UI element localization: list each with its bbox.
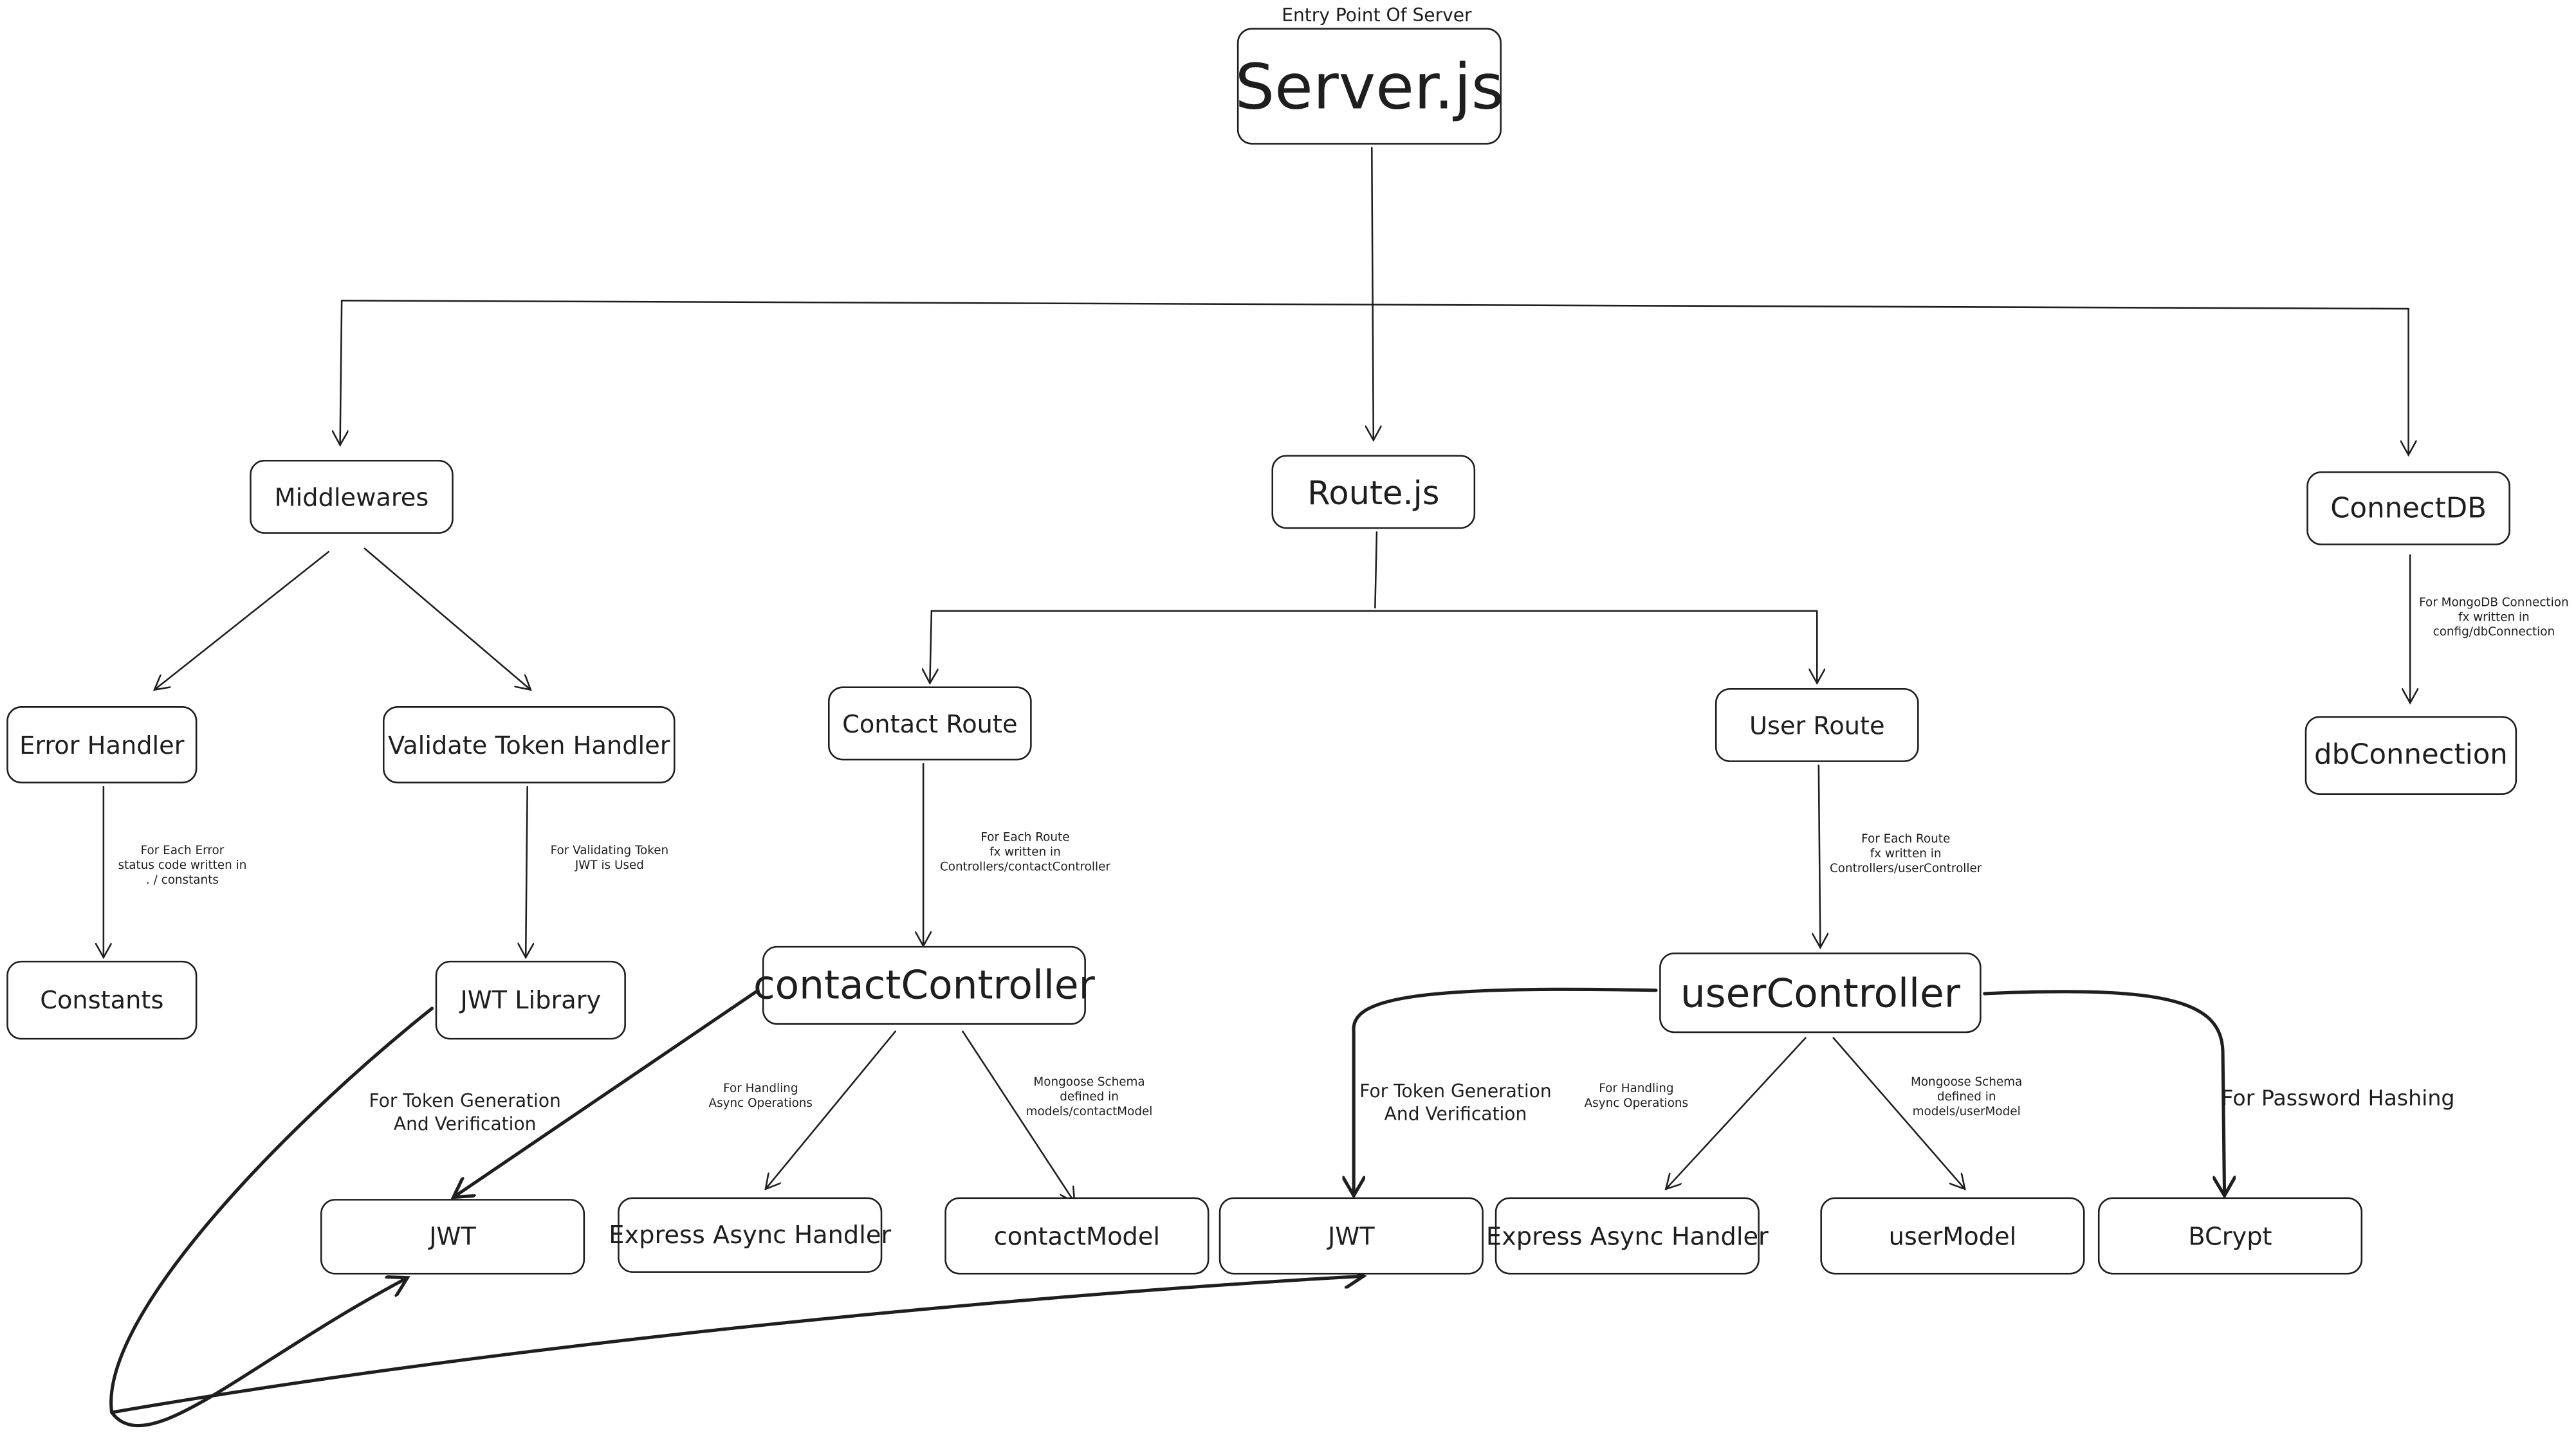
schema-user-note-line-1: Mongoose Schema	[1910, 1074, 2023, 1089]
connector-to-express-async-2	[1666, 1037, 1807, 1189]
user-route-note-line-2: fx written in	[1870, 846, 1942, 861]
connector-user-controller-to-bcrypt	[1983, 990, 2225, 1196]
token-generation-note-2: For Token Generation And Verification	[1352, 1080, 1559, 1125]
connector-jwt-library-loop-to-jwt-2	[110, 1276, 1364, 1414]
async-note-1-line-1: For Handling	[723, 1080, 798, 1096]
user-controller-node: userController	[1659, 952, 1982, 1034]
user-route-note-line-3: Controllers/userController	[1829, 861, 1982, 876]
validating-token-note-line-1: For Validating Token	[550, 842, 669, 857]
contact-controller-node: contactController	[753, 945, 1095, 1025]
connector-horizontal-bus	[340, 300, 2409, 310]
mongodb-note-line-1: For MongoDB Connection	[2419, 594, 2569, 610]
express-async-handler-node-2: Express Async Handler	[1486, 1197, 1769, 1275]
contact-route-note-line-2: fx written in	[989, 844, 1061, 859]
connector-to-error-handler	[154, 551, 329, 690]
schema-contact-note-line-3: models/contactModel	[1026, 1104, 1153, 1119]
middlewares-node: Middlewares	[250, 460, 454, 534]
connector-to-jwt-library	[526, 785, 528, 958]
user-route-note-line-1: For Each Route	[1861, 831, 1951, 846]
jwt-node-2: JWT	[1219, 1197, 1484, 1275]
contact-route-note: For Each Route fx written in Controllers…	[926, 830, 1123, 874]
connector-to-user-controller	[1819, 764, 1821, 947]
token-generation-note-1-line-2: And Verification	[393, 1113, 537, 1135]
contact-route-note-line-3: Controllers/contactController	[939, 859, 1110, 874]
mongodb-note-line-2: fx written in	[2458, 609, 2530, 624]
connector-to-middlewares	[340, 300, 342, 445]
connector-to-validate-token	[363, 547, 531, 690]
connector-to-contact-model	[962, 1030, 1074, 1203]
user-model-node: userModel	[1820, 1197, 2085, 1275]
schema-user-note-line-3: models/userModel	[1912, 1104, 2021, 1119]
connector-jwt-library-loop-to-jwt	[109, 1007, 434, 1428]
jwt-node-1: JWT	[320, 1199, 585, 1275]
contact-model-node: contactModel	[944, 1197, 1210, 1275]
validating-token-note-line-2: JWT is Used	[575, 857, 644, 872]
schema-user-note-line-2: defined in	[1937, 1089, 1996, 1104]
dbconnection-node: dbConnection	[2305, 716, 2517, 795]
error-constants-note: For Each Error status code written in . …	[102, 843, 262, 887]
validate-token-node: Validate Token Handler	[382, 706, 676, 784]
error-handler-node: Error Handler	[6, 706, 198, 784]
constants-node: Constants	[6, 960, 198, 1040]
connector-to-user-model	[1832, 1037, 1965, 1189]
contact-route-note-line-1: For Each Route	[980, 829, 1070, 844]
token-generation-note-2-line-2: And Verification	[1384, 1103, 1527, 1125]
mongodb-note-line-3: config/dbConnection	[2433, 624, 2555, 639]
token-generation-note-2-line-1: For Token Generation	[1359, 1080, 1552, 1102]
async-note-1: For Handling Async Operations	[686, 1080, 834, 1110]
user-route-node: User Route	[1715, 688, 1919, 762]
connector-server-trunk	[1372, 147, 1374, 441]
token-generation-note-1: For Token Generation And Verification	[362, 1091, 569, 1136]
schema-user-note: Mongoose Schema defined in models/userMo…	[1886, 1074, 2047, 1118]
schema-contact-note-line-2: defined in	[1060, 1089, 1119, 1104]
jwt-library-node: JWT Library	[435, 960, 626, 1040]
token-generation-note-1-line-1: For Token Generation	[369, 1090, 561, 1112]
schema-contact-note: Mongoose Schema defined in models/contac…	[1007, 1074, 1171, 1118]
server-node: Server.js	[1235, 28, 1504, 145]
async-note-1-line-2: Async Operations	[708, 1095, 813, 1111]
connector-route-trunk	[1374, 531, 1378, 609]
express-async-handler-node-1: Express Async Handler	[609, 1197, 891, 1273]
connector-user-controller-to-jwt	[1354, 987, 1658, 1196]
route-node: Route.js	[1271, 455, 1476, 529]
entry-point-note: Entry Point Of Server	[1282, 5, 1472, 26]
connector-contact-controller-to-jwt	[454, 990, 758, 1197]
bcrypt-node: BCrypt	[2097, 1197, 2363, 1275]
async-note-2: For Handling Async Operations	[1562, 1080, 1710, 1110]
async-note-2-line-1: For Handling	[1599, 1080, 1674, 1096]
error-constants-note-line-1: For Each Error	[140, 842, 225, 857]
contact-route-node: Contact Route	[828, 686, 1032, 761]
async-note-2-line-2: Async Operations	[1584, 1095, 1689, 1111]
error-constants-note-line-3: . / constants	[145, 871, 219, 887]
schema-contact-note-line-1: Mongoose Schema	[1033, 1074, 1145, 1089]
user-route-note: For Each Route fx written in Controllers…	[1814, 831, 1998, 875]
validating-token-note: For Validating Token JWT is Used	[529, 843, 690, 872]
error-constants-note-line-2: status code written in	[118, 857, 247, 872]
connectdb-node: ConnectDB	[2306, 471, 2510, 545]
connector-to-express-async-1	[766, 1030, 896, 1189]
mongodb-note: For MongoDB Connection fx written in con…	[2402, 594, 2576, 639]
connector-to-contact-route	[930, 610, 932, 683]
password-hashing-note: For Password Hashing	[2221, 1087, 2455, 1112]
